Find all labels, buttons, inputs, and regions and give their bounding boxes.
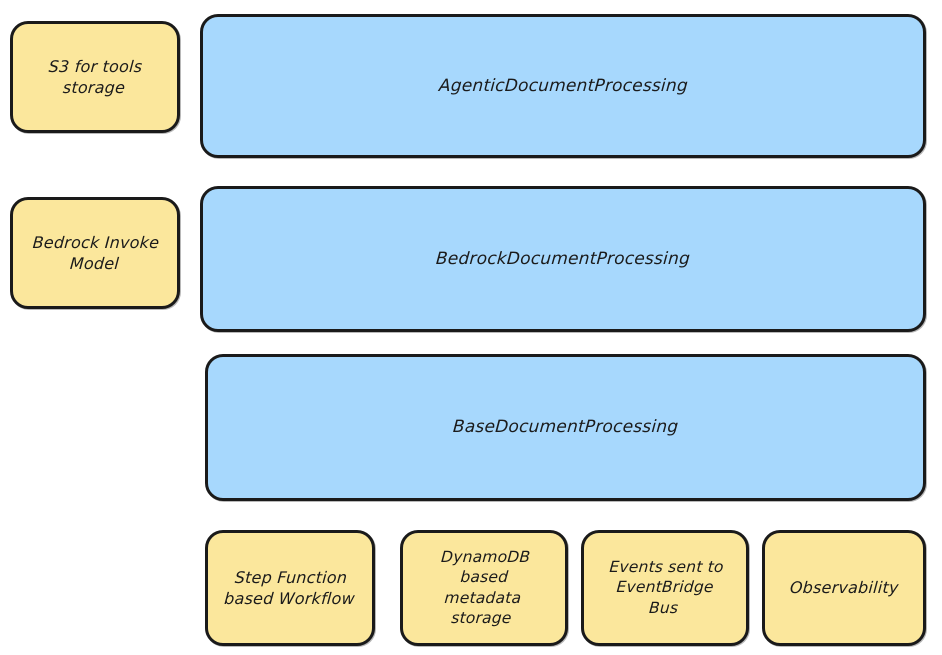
container-agentic-document-processing[interactable]: AgenticDocumentProcessing bbox=[200, 14, 926, 158]
component-bedrock-invoke-model[interactable]: Bedrock Invoke Model bbox=[10, 197, 180, 309]
component-s3-tools-storage[interactable]: S3 for tools storage bbox=[10, 21, 180, 133]
container-bedrock-document-processing[interactable]: BedrockDocumentProcessing bbox=[200, 186, 926, 332]
component-label: S3 for tools storage bbox=[48, 56, 144, 97]
component-label: DynamoDB based metadata storage bbox=[440, 548, 532, 628]
component-dynamodb-metadata-storage[interactable]: DynamoDB based metadata storage bbox=[400, 530, 568, 646]
component-label: Events sent to EventBridge Bus bbox=[608, 558, 725, 618]
container-label: BedrockDocumentProcessing bbox=[435, 248, 691, 269]
component-label: Observability bbox=[789, 578, 899, 598]
container-base-document-processing[interactable]: BaseDocumentProcessing bbox=[205, 354, 926, 501]
component-label: Step Function based Workflow bbox=[223, 567, 356, 608]
component-observability[interactable]: Observability bbox=[762, 530, 926, 646]
container-label: BaseDocumentProcessing bbox=[452, 417, 679, 438]
component-eventbridge-bus[interactable]: Events sent to EventBridge Bus bbox=[581, 530, 749, 646]
container-label: AgenticDocumentProcessing bbox=[437, 75, 689, 96]
component-label: Bedrock Invoke Model bbox=[31, 232, 160, 273]
component-step-function-workflow[interactable]: Step Function based Workflow bbox=[205, 530, 375, 646]
